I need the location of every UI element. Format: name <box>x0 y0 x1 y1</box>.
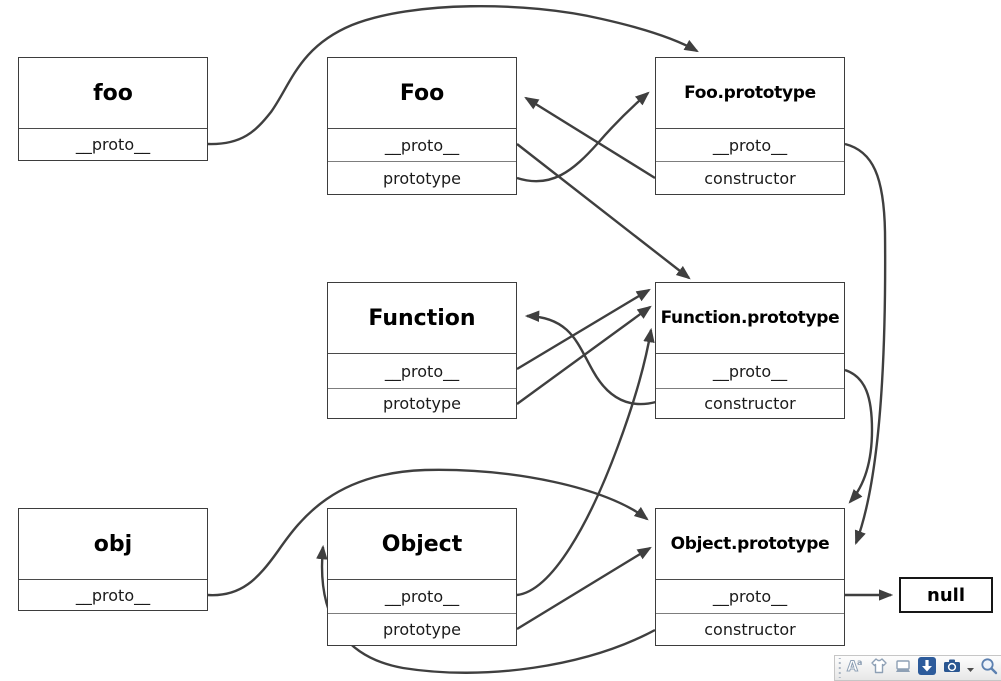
node-Foo: Foo __proto__ prototype <box>327 57 517 195</box>
projector-icon <box>893 656 913 680</box>
node-Object-title: Object <box>381 531 463 557</box>
node-obj-title: obj <box>93 531 133 557</box>
edge-Object-prototype-row-to-Object-prototype <box>516 546 652 631</box>
edge-foo-proto-to-Foo-prototype <box>207 4 699 146</box>
download-button[interactable] <box>916 657 938 679</box>
node-Foo-prototype-row-proto: __proto__ <box>656 128 844 161</box>
node-Foo-prototype: Foo.prototype __proto__ constructor <box>655 57 845 195</box>
node-foo-title: foo <box>93 80 133 106</box>
node-foo-row-proto: __proto__ <box>19 128 207 160</box>
edge-Function-prototype-proto-to-Object-prototype <box>844 368 874 504</box>
camera-menu-caret-icon <box>966 659 975 678</box>
node-Object-row-prototype: prototype <box>328 613 516 645</box>
node-obj-row-proto: __proto__ <box>19 579 207 610</box>
edge-Foo-prototype-constructor-to-Foo <box>524 96 656 180</box>
node-Foo-title: Foo <box>399 80 445 106</box>
node-Function-prototype-title: Function.prototype <box>660 308 840 328</box>
font-size-button[interactable]: A a <box>844 657 866 679</box>
image-toolbar: A a <box>834 655 1001 681</box>
download-icon <box>917 656 937 680</box>
node-Foo-row-proto: __proto__ <box>328 128 516 161</box>
shirt-button[interactable] <box>868 657 890 679</box>
node-Object-prototype: Object.prototype __proto__ constructor <box>655 508 845 646</box>
node-Function-prototype: Function.prototype __proto__ constructor <box>655 282 845 419</box>
magnifier-icon <box>979 656 999 680</box>
magnifier-button[interactable] <box>978 657 1000 679</box>
node-Object-prototype-title: Object.prototype <box>670 534 830 554</box>
node-null: null <box>899 577 993 613</box>
shirt-icon <box>869 656 889 680</box>
node-Object-prototype-row-proto: __proto__ <box>656 579 844 613</box>
node-Foo-prototype-row-constructor: constructor <box>656 161 844 194</box>
node-Object-prototype-row-constructor: constructor <box>656 613 844 645</box>
node-Function-title: Function <box>368 305 476 331</box>
edge-Function-proto-to-Function-prototype <box>516 288 651 371</box>
node-Object: Object __proto__ prototype <box>327 508 517 646</box>
toolbar-drag-handle[interactable] <box>837 658 843 678</box>
node-foo: foo __proto__ <box>18 57 208 161</box>
projector-button[interactable] <box>892 657 914 679</box>
node-Function-row-proto: __proto__ <box>328 353 516 388</box>
svg-text:A: A <box>847 659 858 675</box>
node-Function-row-prototype: prototype <box>328 388 516 418</box>
edge-Foo-prototype-row-to-Foo-prototype <box>516 91 650 183</box>
svg-text:a: a <box>857 658 862 667</box>
camera-icon <box>942 656 962 680</box>
edge-Object-proto-to-Function-prototype <box>516 327 655 597</box>
node-Foo-prototype-title: Foo.prototype <box>684 83 816 103</box>
node-obj: obj __proto__ <box>18 508 208 611</box>
edge-Foo-prototype-proto-to-Object-prototype <box>844 142 887 546</box>
edge-Foo-proto-to-Function-prototype <box>516 143 691 280</box>
node-Function-prototype-row-proto: __proto__ <box>656 353 844 388</box>
node-Object-row-proto: __proto__ <box>328 579 516 613</box>
node-Function: Function __proto__ prototype <box>327 282 517 419</box>
font-size-icon: A a <box>845 656 865 680</box>
node-Foo-row-prototype: prototype <box>328 161 516 194</box>
node-Function-prototype-row-constructor: constructor <box>656 388 844 418</box>
edge-obj-proto-to-Object-prototype <box>207 468 649 597</box>
edge-Function-prototype-constructor-to-Function <box>524 310 657 406</box>
camera-button[interactable] <box>940 657 962 679</box>
camera-menu-button[interactable] <box>965 657 976 679</box>
